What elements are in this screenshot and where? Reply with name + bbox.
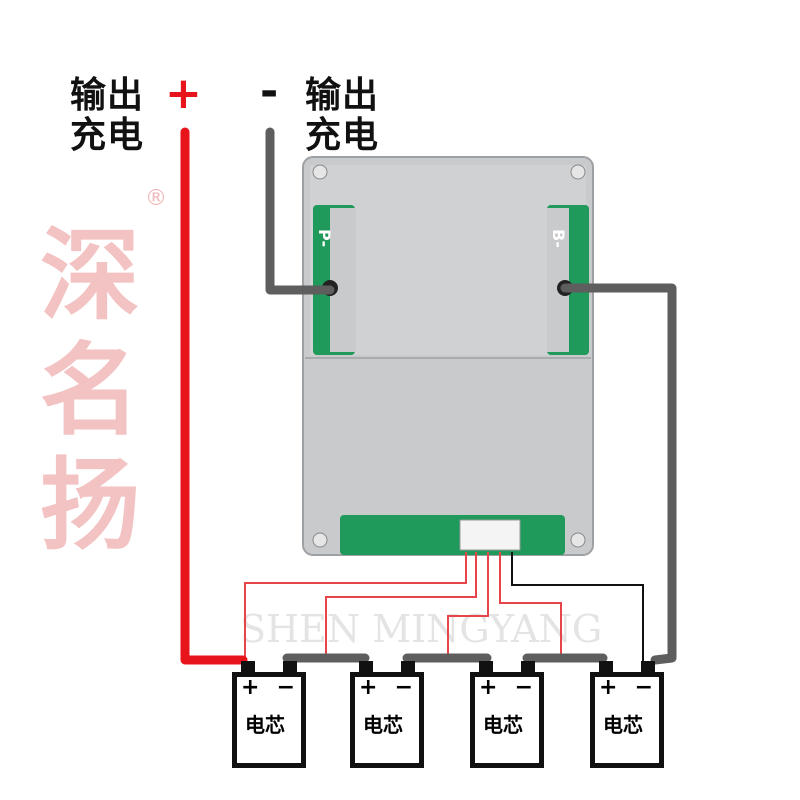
cell-positive-terminal	[599, 661, 613, 673]
positive-output-wire	[180, 127, 248, 665]
left-charge-label: 充电	[70, 115, 145, 156]
cell-negative-terminal	[401, 661, 415, 673]
cell-label: 电芯	[483, 713, 523, 737]
cell-plus-sign: +	[241, 675, 260, 700]
cell-minus-sign: −	[514, 675, 533, 700]
screw-icon	[570, 532, 586, 548]
cell-minus-sign: −	[276, 675, 295, 700]
minus-sign: -	[260, 66, 279, 117]
b-minus-wire	[560, 283, 677, 665]
cell-plus-sign: +	[479, 675, 498, 700]
right-charge-label: 充电	[305, 115, 380, 156]
plus-sign: +	[165, 68, 202, 119]
battery-cell: + − 电芯	[350, 661, 424, 768]
right-output-label: 输出	[305, 75, 380, 116]
cell-plus-sign: +	[359, 675, 378, 700]
cell-label: 电芯	[363, 713, 403, 737]
watermark-text: SHEN MINGYANG	[240, 607, 602, 651]
cell-positive-terminal	[479, 661, 493, 673]
battery-cell: + − 电芯	[590, 661, 664, 768]
balance-board	[340, 515, 565, 555]
cell-negative-terminal	[641, 661, 655, 673]
cell-label: 电芯	[603, 713, 643, 737]
battery-cell: + − 电芯	[232, 661, 306, 768]
cell-positive-terminal	[241, 661, 255, 673]
balance-wires	[244, 552, 562, 662]
watermark-registered: ®	[145, 186, 167, 211]
cell-minus-sign: −	[394, 675, 413, 700]
screw-icon	[312, 164, 328, 180]
cell-negative-terminal	[521, 661, 535, 673]
left-output-label: 输出	[70, 75, 145, 116]
p-minus-label: P-	[315, 229, 334, 247]
watermark-logo: 深名扬	[40, 217, 140, 564]
p-minus-wire	[265, 127, 335, 295]
balance-connector	[459, 519, 521, 551]
screw-icon	[312, 532, 328, 548]
cell-plus-sign: +	[599, 675, 618, 700]
cell-negative-terminal	[283, 661, 297, 673]
battery-cell: + − 电芯	[470, 661, 544, 768]
cell-positive-terminal	[359, 661, 373, 673]
cell-minus-sign: −	[634, 675, 653, 700]
balance-wire-negative	[511, 552, 644, 662]
bms-board: P- B-	[302, 156, 594, 556]
b-minus-label: B-	[549, 229, 568, 248]
cell-label: 电芯	[245, 713, 285, 737]
screw-icon	[570, 164, 586, 180]
